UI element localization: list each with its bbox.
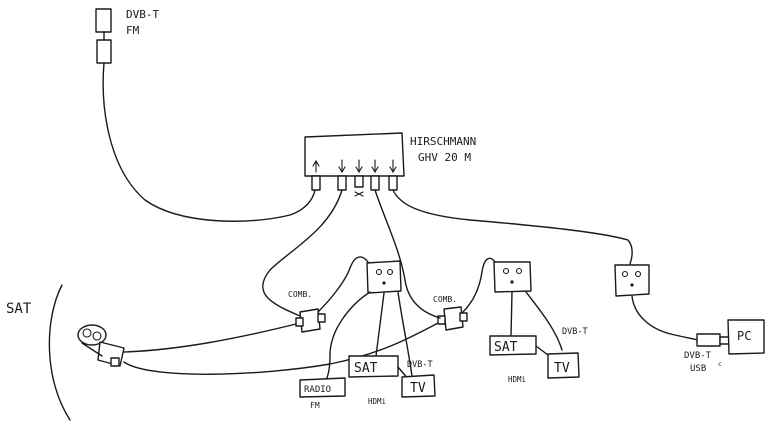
radio-fm-label: FM bbox=[310, 401, 320, 410]
cable-socket-left-sat bbox=[375, 292, 385, 357]
sat-dish-reflector bbox=[48, 284, 71, 421]
amplifier-hirschmann bbox=[304, 132, 405, 197]
amplifier-label-model: GHV 20 M bbox=[418, 151, 471, 164]
hdmi-left-label: HDMi bbox=[368, 397, 386, 406]
amplifier-port-out-3 bbox=[370, 175, 380, 191]
dvbt-usb-label-line2: USB bbox=[690, 364, 706, 374]
amplifier-body bbox=[304, 132, 405, 177]
tv-right-label: TV bbox=[554, 361, 570, 376]
wall-socket-right bbox=[493, 261, 532, 293]
sat-receiver-right bbox=[489, 335, 537, 356]
hdmi-right-label: HDMi bbox=[508, 375, 526, 384]
cable-socket-left-dvbt bbox=[397, 291, 413, 377]
antenna-head bbox=[95, 8, 112, 33]
sat-receiver-left-label: SAT bbox=[354, 361, 378, 376]
amplifier-port-in bbox=[311, 175, 321, 191]
terminator-mark bbox=[354, 191, 364, 197]
dvbt-usb-label-sub: c bbox=[718, 360, 722, 368]
antenna-label-fm: FM bbox=[126, 24, 140, 37]
amplifier-port-out-1 bbox=[337, 175, 347, 191]
arrow-down-icon bbox=[389, 159, 397, 174]
amplifier-port-out-2 bbox=[354, 175, 364, 188]
sat-cable-1 bbox=[123, 322, 301, 353]
arrow-up-icon bbox=[312, 159, 320, 173]
arrow-down-icon bbox=[371, 159, 379, 174]
antenna bbox=[95, 8, 112, 64]
cable-comb-left-to-socket-left bbox=[317, 256, 369, 313]
antenna-label-dvbt: DVB-T bbox=[126, 8, 159, 21]
cable-socket-pc-to-usb bbox=[631, 295, 699, 341]
cable-socket-right-sat bbox=[510, 291, 513, 337]
pc-device bbox=[727, 319, 765, 355]
dvbt-right-label: DVB-T bbox=[562, 327, 588, 337]
sat-receiver-right-label: SAT bbox=[494, 340, 518, 355]
tv-left-label: TV bbox=[410, 381, 426, 396]
cable-socket-left-radio bbox=[325, 291, 371, 381]
radio-device bbox=[299, 377, 346, 398]
amplifier-port-out-4 bbox=[388, 175, 398, 191]
dvbt-usb-stick bbox=[696, 333, 730, 347]
dvbt-usb-label-line1: DVB-T bbox=[684, 351, 712, 361]
cable-amp-to-comb-right bbox=[374, 189, 441, 319]
sat-receiver-left bbox=[348, 355, 399, 378]
amplifier-label-brand: HIRSCHMANN bbox=[410, 135, 476, 148]
wall-socket-pc bbox=[614, 264, 650, 297]
antenna-cable bbox=[102, 62, 316, 222]
comb-right-label: COMB. bbox=[433, 295, 457, 304]
pc-label: PC bbox=[737, 329, 751, 343]
cable-socket-right-dvbt bbox=[525, 291, 563, 351]
cable-comb-right-to-socket-right bbox=[462, 257, 496, 313]
arrow-down-icon bbox=[355, 159, 363, 174]
tv-left bbox=[401, 374, 436, 398]
antenna-connector bbox=[96, 39, 112, 64]
combiner-left bbox=[295, 308, 326, 333]
arrow-down-icon bbox=[338, 159, 346, 174]
cable-amp-to-socket-pc bbox=[392, 189, 633, 265]
sat-lnb bbox=[77, 324, 125, 367]
wall-socket-left bbox=[366, 260, 402, 294]
comb-left-label: COMB. bbox=[288, 290, 312, 299]
radio-label: RADIO bbox=[304, 385, 331, 395]
combiner-right bbox=[437, 306, 468, 331]
tv-right bbox=[547, 352, 580, 379]
sat-label: SAT bbox=[6, 301, 32, 317]
link-sat-right-to-tv-right bbox=[535, 345, 549, 356]
dvbt-left-label: DVB-T bbox=[407, 360, 433, 370]
cable-amp-to-comb-left bbox=[262, 189, 343, 317]
